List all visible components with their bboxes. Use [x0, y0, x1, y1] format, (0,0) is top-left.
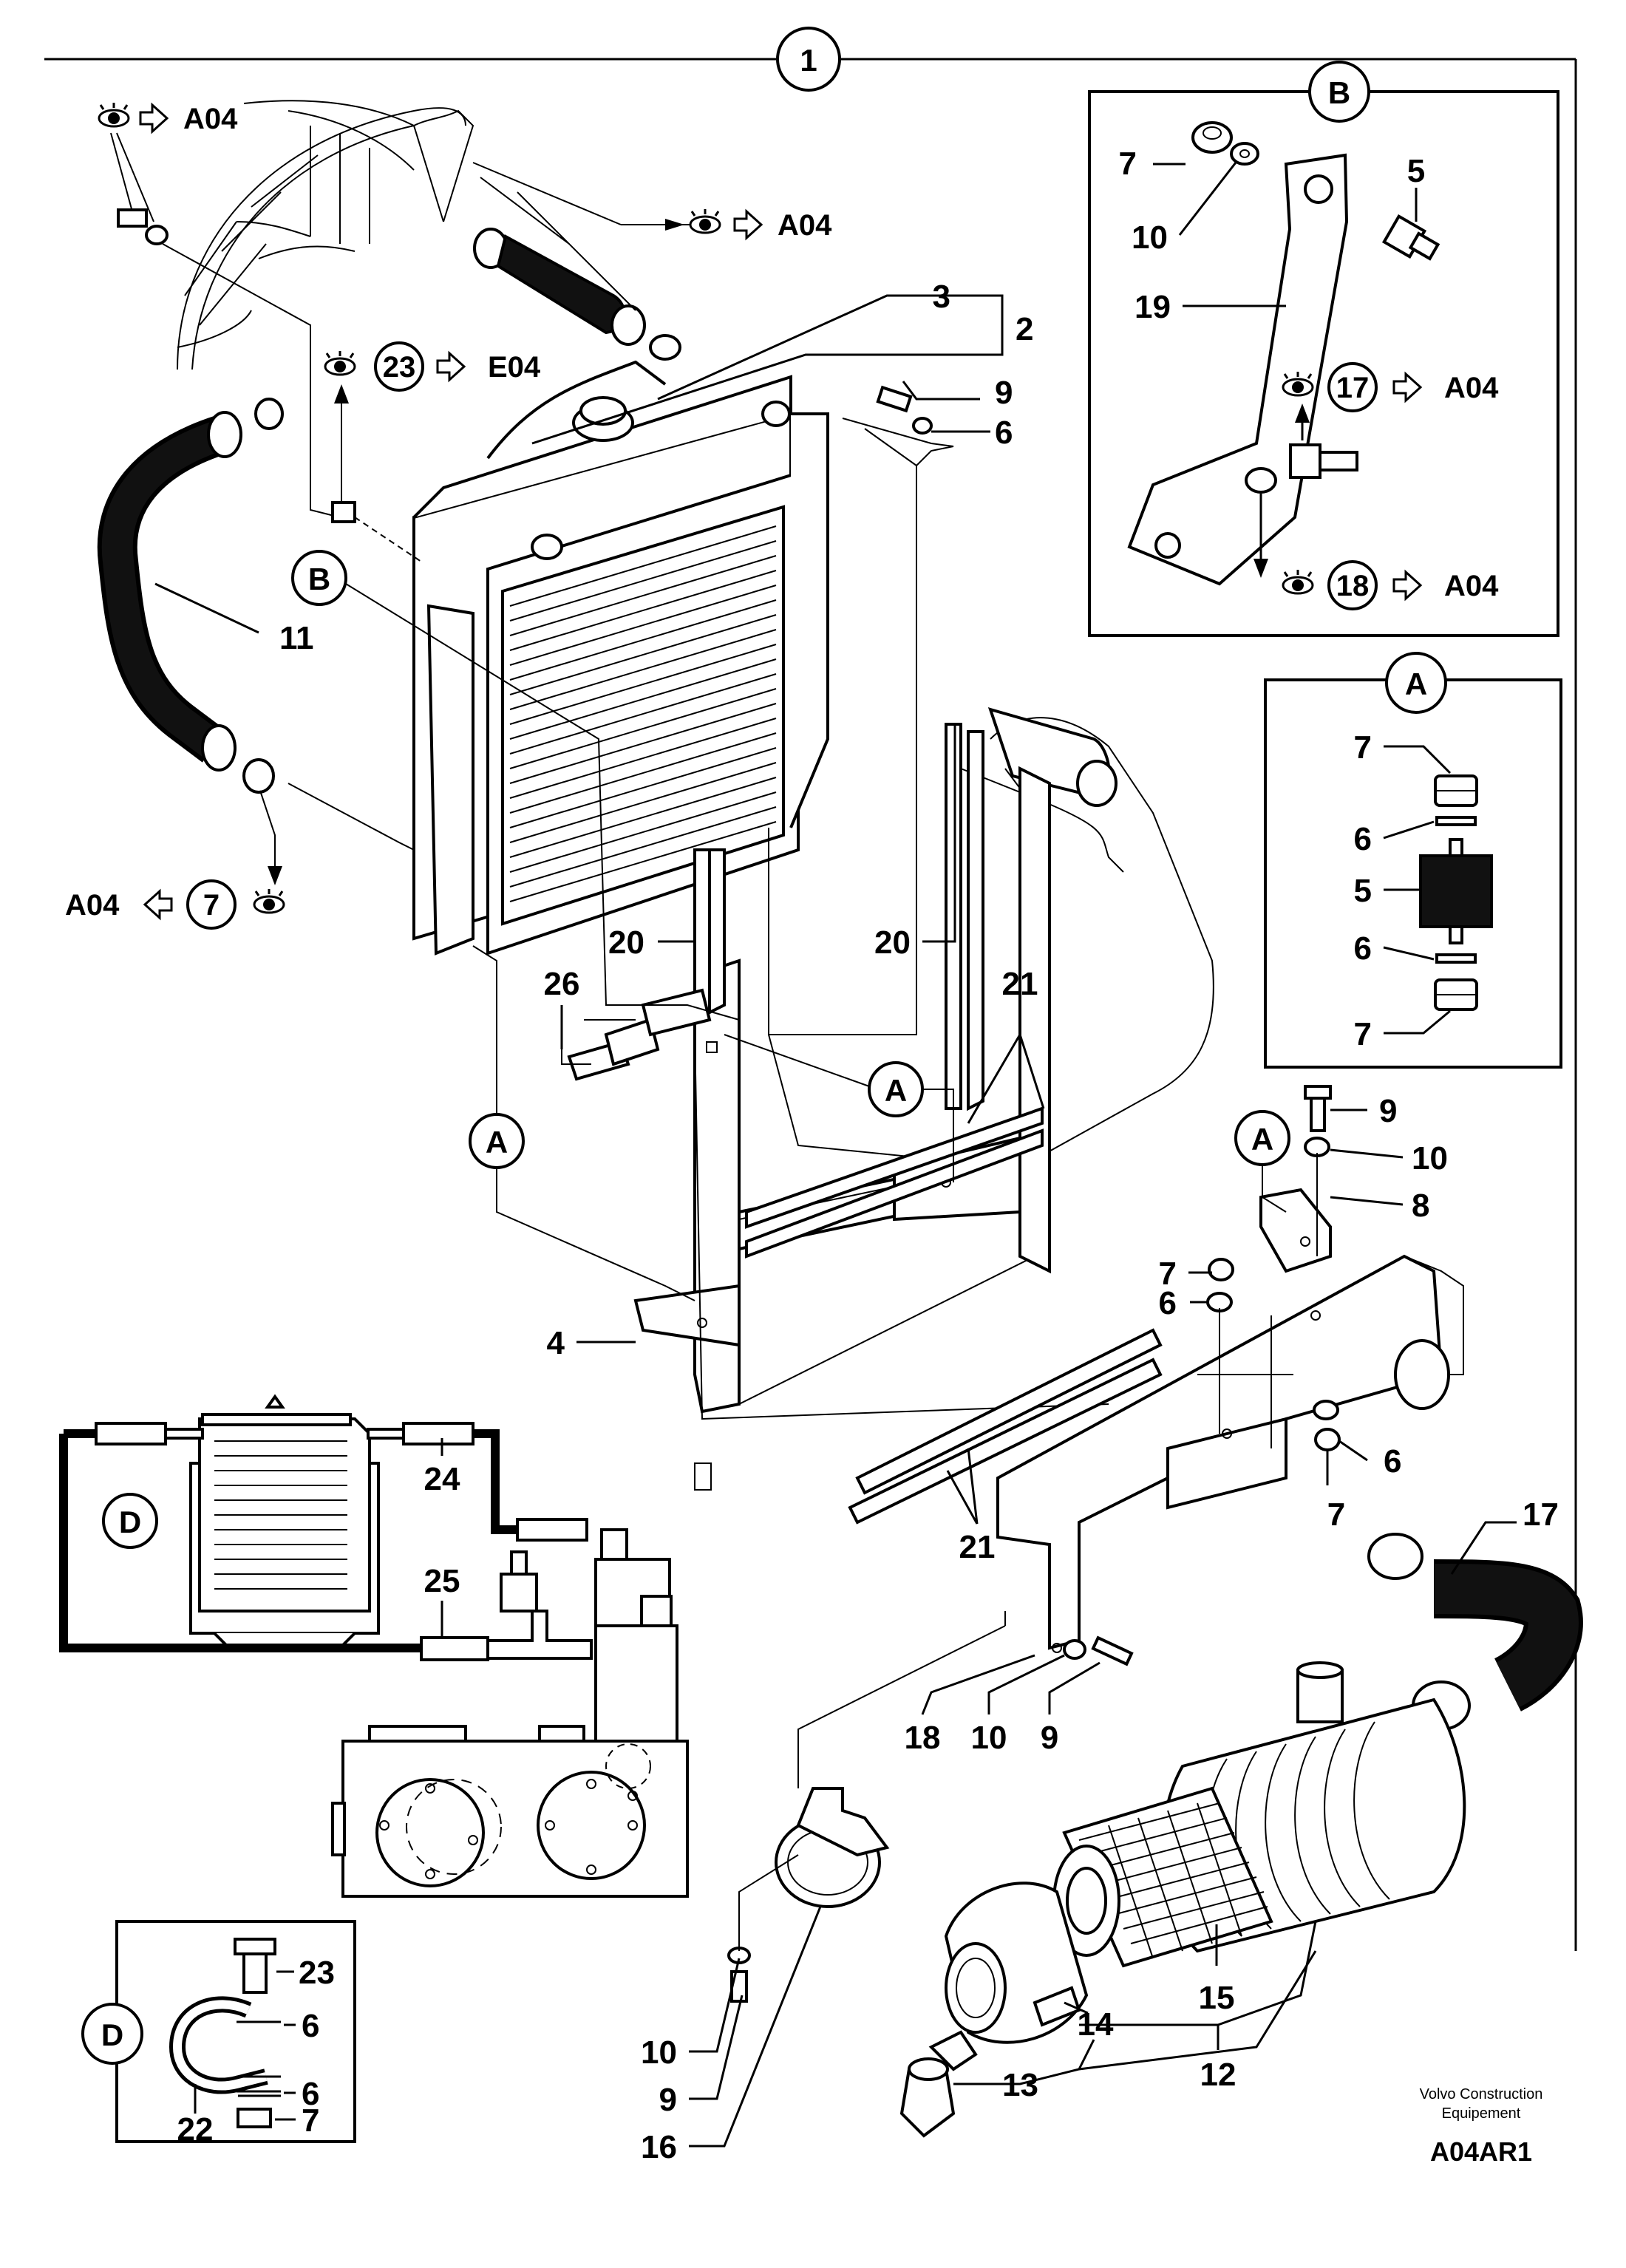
- svg-text:7: 7: [1159, 1256, 1177, 1292]
- svg-text:13: 13: [1002, 2067, 1038, 2103]
- oil-cooler: [59, 1394, 689, 1898]
- support-frame: [633, 428, 1214, 1420]
- svg-text:A: A: [1405, 667, 1427, 701]
- cleaner-bracket: [694, 1085, 1464, 1666]
- svg-text:9: 9: [1379, 1093, 1397, 1129]
- svg-text:23: 23: [383, 351, 416, 384]
- svg-text:B: B: [1328, 75, 1350, 110]
- hose-upper: [473, 228, 646, 346]
- svg-text:15: 15: [1199, 1980, 1235, 2016]
- svg-text:17: 17: [1523, 1496, 1559, 1533]
- svg-text:20: 20: [608, 924, 644, 961]
- svg-text:6: 6: [1354, 930, 1372, 967]
- svg-text:11: 11: [279, 620, 314, 656]
- svg-text:D: D: [101, 2017, 123, 2052]
- radiator: [412, 334, 829, 956]
- svg-text:5: 5: [1354, 873, 1372, 909]
- svg-text:A04: A04: [1444, 372, 1499, 404]
- frame: [44, 58, 1577, 1951]
- svg-text:24: 24: [424, 1461, 460, 1497]
- svg-text:6: 6: [302, 2008, 319, 2044]
- svg-text:7: 7: [203, 889, 220, 922]
- svg-text:9: 9: [995, 375, 1013, 411]
- svg-text:7: 7: [1354, 729, 1372, 766]
- svg-text:17: 17: [1336, 372, 1370, 404]
- svg-text:6: 6: [995, 415, 1013, 451]
- svg-text:Equipement: Equipement: [1442, 2105, 1521, 2122]
- part-labels: 3 2 9 6 11 20 20 21 26 4 9 10 8 7 6 6 7: [279, 279, 1559, 2165]
- ref-23: 23 E04: [324, 341, 541, 562]
- svg-text:E04: E04: [488, 351, 541, 384]
- svg-text:7: 7: [1354, 1016, 1372, 1052]
- svg-text:21: 21: [1002, 966, 1038, 1002]
- svg-text:7: 7: [1327, 1496, 1345, 1533]
- hose-17: [1367, 1533, 1583, 1731]
- svg-text:22: 22: [177, 2111, 214, 2148]
- svg-text:1: 1: [800, 43, 817, 78]
- svg-text:A04AR1: A04AR1: [1430, 2136, 1532, 2167]
- svg-text:5: 5: [1407, 153, 1425, 189]
- svg-text:6: 6: [302, 2076, 319, 2112]
- svg-text:10: 10: [641, 2034, 677, 2071]
- svg-text:10: 10: [1132, 219, 1168, 256]
- svg-text:12: 12: [1200, 2057, 1236, 2093]
- fan-guard: [177, 100, 474, 370]
- svg-text:A04: A04: [778, 209, 832, 242]
- svg-text:D: D: [119, 1505, 141, 1539]
- svg-text:A04: A04: [183, 103, 238, 135]
- detail-a: A 7 6 5 6 7: [1264, 652, 1562, 1069]
- svg-text:6: 6: [1354, 821, 1372, 857]
- svg-text:16: 16: [641, 2129, 677, 2165]
- ref-top-mid: A04: [472, 162, 832, 311]
- svg-text:9: 9: [1041, 1720, 1058, 1756]
- marker-b-main: B: [291, 550, 740, 1021]
- svg-text:A: A: [885, 1073, 907, 1108]
- svg-text:B: B: [308, 562, 330, 596]
- detail-d: D 23 6 6 22 7: [81, 1920, 356, 2148]
- svg-text:23: 23: [299, 1955, 335, 1991]
- marker-d-main: D: [102, 1493, 158, 1549]
- footer: Volvo Construction Equipement A04AR1: [1420, 2086, 1543, 2167]
- svg-text:9: 9: [659, 2082, 677, 2118]
- svg-text:7: 7: [302, 2102, 319, 2139]
- clips-26: [561, 988, 712, 1081]
- svg-text:10: 10: [1412, 1140, 1448, 1176]
- svg-text:18: 18: [1336, 570, 1370, 602]
- svg-text:25: 25: [424, 1563, 460, 1599]
- svg-text:26: 26: [544, 966, 580, 1002]
- svg-text:21: 21: [959, 1529, 996, 1565]
- svg-text:A: A: [1251, 1122, 1273, 1157]
- svg-text:20: 20: [874, 924, 911, 961]
- ref-7-left: A04 7: [65, 783, 415, 930]
- svg-text:18: 18: [905, 1720, 941, 1756]
- svg-text:6: 6: [1384, 1443, 1401, 1479]
- svg-text:19: 19: [1135, 289, 1171, 325]
- detail-b: B 7 10 19 5 17 A04: [1088, 61, 1559, 637]
- svg-text:A04: A04: [1444, 570, 1499, 602]
- ref-top-left: A04: [98, 101, 341, 518]
- svg-text:3: 3: [933, 279, 950, 315]
- svg-text:6: 6: [1159, 1285, 1177, 1321]
- svg-text:A: A: [486, 1125, 508, 1159]
- hose-11: [97, 398, 284, 794]
- svg-text:2: 2: [1016, 311, 1033, 347]
- svg-text:A04: A04: [65, 889, 120, 922]
- svg-text:7: 7: [1119, 146, 1137, 182]
- marker-a-left: A: [469, 945, 695, 1301]
- svg-text:8: 8: [1412, 1188, 1429, 1224]
- svg-text:4: 4: [547, 1325, 565, 1361]
- svg-text:Volvo Construction: Volvo Construction: [1420, 2086, 1543, 2102]
- marker-a-right: A: [1234, 1110, 1290, 1213]
- svg-text:10: 10: [971, 1720, 1007, 1756]
- top-badge: 1: [776, 27, 841, 92]
- marker-a-center: A: [724, 1034, 954, 1182]
- air-cleaner: [727, 1611, 1466, 2138]
